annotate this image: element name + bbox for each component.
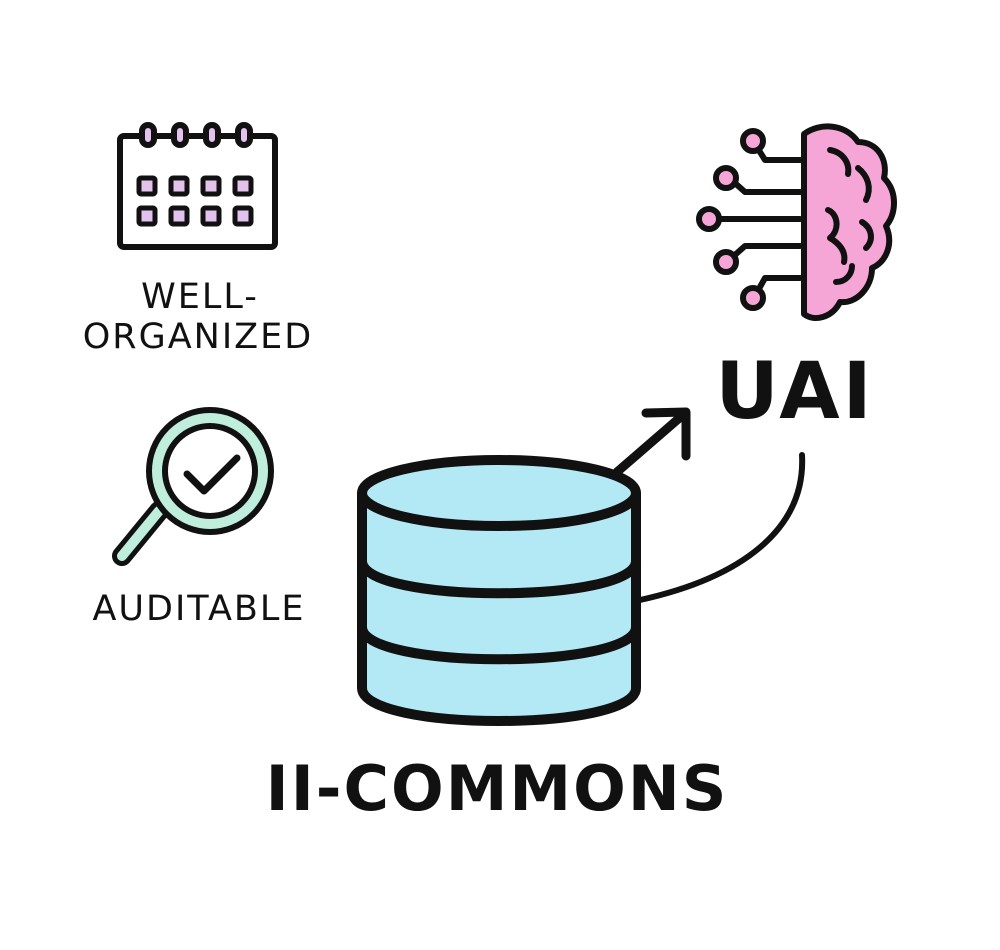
- database-icon: [357, 455, 641, 726]
- arrow-up-right-icon: [612, 407, 691, 477]
- connector-curve: [637, 452, 806, 603]
- magnifier-check-icon: [112, 407, 274, 566]
- well-organized-label-line1: WELL-: [141, 277, 259, 317]
- uai-label: UAI: [715, 347, 874, 437]
- auditable-label: AUDITABLE: [92, 589, 305, 629]
- commons-label: II-COMMONS: [266, 752, 729, 825]
- calendar-icon: [117, 122, 278, 250]
- well-organized-label-line2: ORGANIZED: [83, 317, 313, 357]
- brain-circuit-icon: [696, 123, 897, 321]
